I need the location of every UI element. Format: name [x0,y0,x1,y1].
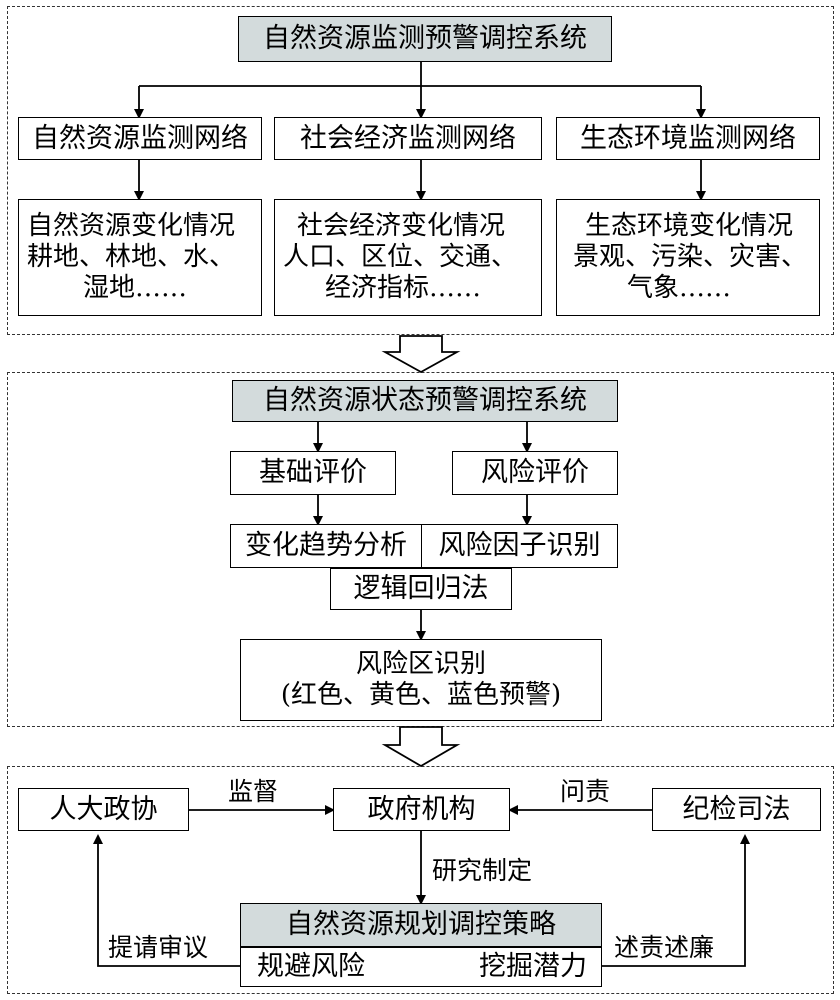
monitoring-system-title: 自然资源监测预警调控系统 [238,16,612,62]
npc-cppcc-box: 人大政协 [18,788,189,831]
change-line-2: 人口、区位、交通、 [283,241,518,272]
down-block-arrow-1 [381,335,461,374]
risk-zone-title: 风险区识别 [355,648,486,679]
change-line-3: 经济指标…… [325,273,482,304]
ecological-changes: 生态环境变化情况 景观、污染、灾害、 气象…… [556,199,820,316]
socioeconomic-changes: 社会经济变化情况 人口、区位、交通、 经济指标…… [274,199,542,316]
report-duty-label: 述责述廉 [614,933,715,962]
strategy-bottom-row: 规避风险 挖掘潜力 [240,947,602,987]
risk-factor-identification: 风险因子识别 [421,524,618,568]
government-agency-box: 政府机构 [333,788,510,831]
change-line-1: 自然资源变化情况 [27,210,236,241]
trend-analysis: 变化趋势分析 [230,524,422,568]
planning-strategy-title: 自然资源规划调控策略 [240,903,602,947]
section-monitoring [7,6,834,335]
change-line-1: 生态环境变化情况 [585,210,794,241]
research-formulate-label: 研究制定 [432,856,533,885]
supervise-label: 监督 [228,777,279,806]
change-line-2: 景观、污染、灾害、 [573,241,808,272]
change-line-3: 湿地…… [83,273,188,304]
avoid-risk-label: 规避风险 [257,951,365,983]
natural-resource-network: 自然资源监测网络 [18,117,262,160]
state-warning-system-title: 自然资源状态预警调控系统 [232,380,618,422]
change-line-1: 社会经济变化情况 [297,210,506,241]
tap-potential-label: 挖掘潜力 [479,951,587,983]
ecological-network: 生态环境监测网络 [556,117,820,160]
submit-review-label: 提请审议 [108,933,209,962]
discipline-judiciary-box: 纪检司法 [652,788,821,831]
logistic-regression: 逻辑回归法 [330,568,512,610]
natural-resource-changes: 自然资源变化情况 耕地、林地、水、 湿地…… [18,199,262,316]
risk-zone-levels: (红色、黄色、蓝色预警) [280,680,562,710]
accountability-label: 问责 [560,777,611,806]
change-line-3: 气象…… [627,273,732,304]
risk-zone-identification: 风险区识别 (红色、黄色、蓝色预警) [240,639,602,721]
basic-evaluation: 基础评价 [230,451,396,495]
change-line-2: 耕地、林地、水、 [27,241,236,272]
socioeconomic-network: 社会经济监测网络 [274,117,542,160]
down-block-arrow-2 [381,726,461,768]
risk-evaluation: 风险评价 [452,451,618,495]
